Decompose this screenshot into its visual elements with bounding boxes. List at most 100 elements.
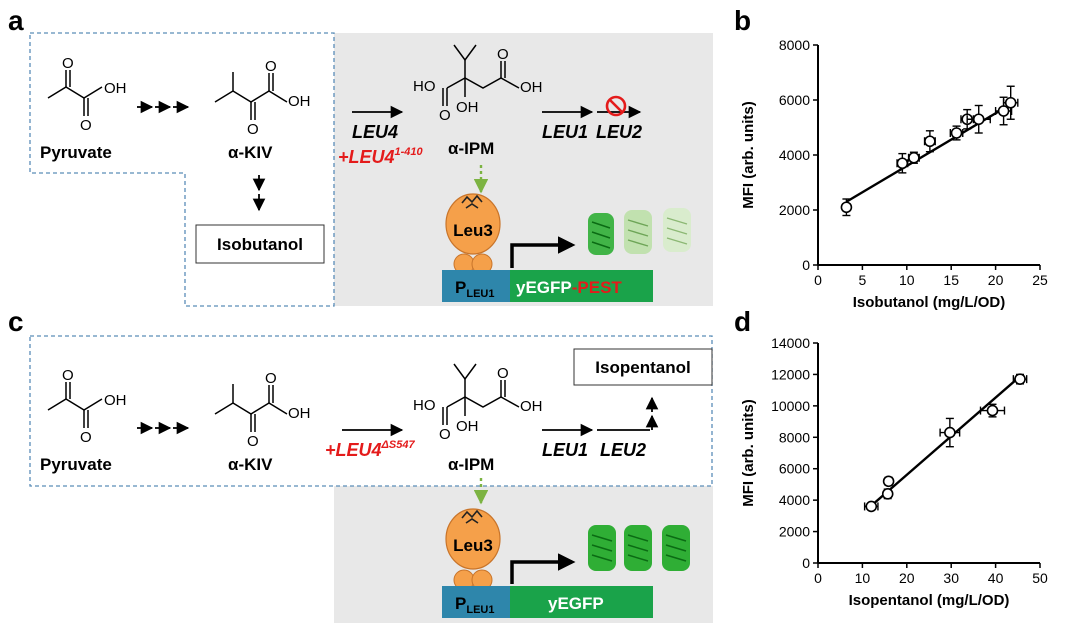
akiv-structure-c xyxy=(214,384,288,432)
reporter-box-a xyxy=(510,270,653,302)
panel-a-highlight xyxy=(334,33,713,306)
leu3-protein-c xyxy=(445,508,501,591)
aipm-c-oh1: OH xyxy=(456,418,479,435)
leu3-protein-a xyxy=(445,193,501,275)
leu1-label-c: LEU1 xyxy=(542,440,588,460)
x-axis-label: Isobutanol (mg/L/OD) xyxy=(853,294,1005,311)
y-tick-label: 6000 xyxy=(779,92,810,108)
aipm-c-o1: O xyxy=(439,426,451,443)
x-tick-label: 30 xyxy=(943,570,959,586)
y-tick-label: 0 xyxy=(802,555,810,571)
y-tick-label: 4000 xyxy=(779,147,810,163)
akiv-o2: O xyxy=(247,121,259,138)
pyruvate-oh: OH xyxy=(104,80,127,97)
reporter-box-c xyxy=(510,586,653,618)
aipm-structure-c xyxy=(442,363,520,425)
x-axis-label: Isopentanol (mg/L/OD) xyxy=(849,592,1010,609)
reporter-label-c: yEGFP xyxy=(548,594,604,613)
data-point xyxy=(896,157,909,170)
promoter-label-c: PLEU1 xyxy=(455,594,494,616)
data-point xyxy=(865,500,878,513)
data-point xyxy=(881,488,894,500)
panel-label-b: b xyxy=(734,5,751,36)
promoter-label-a: PLEU1 xyxy=(455,278,494,300)
akiv-structure-a xyxy=(214,72,288,120)
gfp-molecules-a xyxy=(588,208,691,255)
leu4-extra-label-c: +LEU4ΔS547 xyxy=(325,439,415,460)
leu1-label-a: LEU1 xyxy=(542,122,588,142)
leu4-extra-label-a: +LEU41-410 xyxy=(338,146,424,167)
x-tick-label: 0 xyxy=(814,272,822,288)
panel-label-c: c xyxy=(8,306,24,337)
x-tick-label: 0 xyxy=(814,570,822,586)
x-tick-label: 25 xyxy=(1032,272,1048,288)
aipm-c-ho: HO xyxy=(413,397,436,414)
data-point xyxy=(924,135,936,148)
data-point xyxy=(1004,96,1017,109)
isopentanol-label: Isopentanol xyxy=(595,358,690,377)
y-tick-label: 8000 xyxy=(779,429,810,445)
pyruvate-structure-c xyxy=(47,382,103,428)
fit-line xyxy=(866,373,1024,511)
panel-label-d: d xyxy=(734,306,751,337)
reporter-label-a: yEGFP-PEST xyxy=(516,278,622,297)
y-tick-label: 14000 xyxy=(771,335,810,351)
akiv-c-oh: OH xyxy=(288,405,311,422)
blocked-icon xyxy=(605,95,627,117)
leu2-label-c: LEU2 xyxy=(600,440,646,460)
aipm-o1: O xyxy=(439,107,451,124)
data-point xyxy=(944,426,956,439)
y-tick-label: 4000 xyxy=(779,492,810,508)
akiv-c-o1: O xyxy=(265,370,277,387)
transcription-arrow-a xyxy=(510,236,576,268)
aipm-o2: O xyxy=(497,46,509,63)
pyruvate-o1: O xyxy=(62,55,74,72)
x-tick-label: 15 xyxy=(943,272,959,288)
leu4-label-a: LEU4 xyxy=(352,122,398,142)
y-tick-label: 2000 xyxy=(779,524,810,540)
isopentanol-box xyxy=(573,348,713,386)
data-point xyxy=(972,113,985,126)
leu3-label-c: Leu3 xyxy=(453,536,493,555)
x-tick-label: 50 xyxy=(1032,570,1048,586)
promoter-box-a xyxy=(442,270,510,302)
data-point xyxy=(908,151,920,164)
y-axis-label: MFI (arb. units) xyxy=(740,101,757,209)
aipm-c-o2: O xyxy=(497,365,509,382)
akiv-label-c: α-KIV xyxy=(228,455,273,474)
aipm-c-oh2: OH xyxy=(520,398,543,415)
pyruvate-o2: O xyxy=(80,117,92,134)
y-tick-label: 6000 xyxy=(779,461,810,477)
y-axis-label: MFI (arb. units) xyxy=(740,399,757,507)
x-tick-label: 10 xyxy=(855,570,871,586)
pyruvate-label-c: Pyruvate xyxy=(40,455,112,474)
panel-label-a: a xyxy=(8,5,24,36)
pyruvate-structure-a xyxy=(47,70,103,116)
y-tick-label: 12000 xyxy=(771,366,810,382)
pyruvate-label-a: Pyruvate xyxy=(40,143,112,162)
aipm-structure-a xyxy=(442,44,520,106)
isobutanol-label: Isobutanol xyxy=(217,235,303,254)
chart-panel-d: 0 10 20 30 40 50 0 2000 4000 6000 8000 10000 12000 14… xyxy=(740,335,1048,609)
pyruvate-c-oh: OH xyxy=(104,392,127,409)
leu2-label-a: LEU2 xyxy=(596,122,642,142)
y-tick-label: 0 xyxy=(802,257,810,273)
aipm-label-a: α-IPM xyxy=(448,139,494,158)
akiv-c-o2: O xyxy=(247,433,259,450)
pyruvate-c-o1: O xyxy=(62,367,74,384)
panel-a-dashed-outline xyxy=(29,32,335,307)
y-tick-label: 10000 xyxy=(771,398,810,414)
akiv-o1: O xyxy=(265,58,277,75)
x-tick-label: 40 xyxy=(988,570,1004,586)
panel-c-dashed-outline xyxy=(29,335,713,487)
x-tick-label: 20 xyxy=(988,272,1004,288)
data-point xyxy=(997,105,1010,117)
x-tick-label: 20 xyxy=(899,570,915,586)
data-point xyxy=(840,201,853,214)
data-point xyxy=(1014,373,1026,385)
akiv-oh: OH xyxy=(288,93,311,110)
isobutanol-box xyxy=(195,224,325,264)
gfp-molecules-c xyxy=(588,525,690,571)
